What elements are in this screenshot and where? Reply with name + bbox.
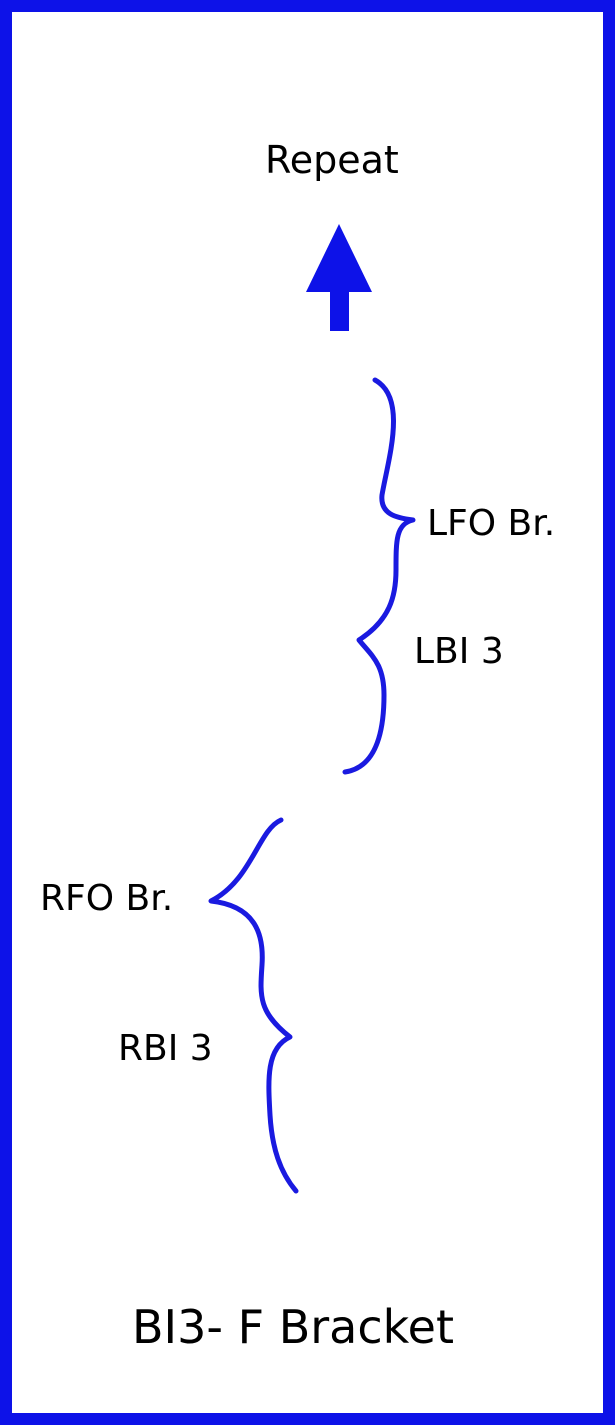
left-bracket-curve — [342, 377, 416, 775]
rfo-bracket-label: RFO Br. — [40, 878, 174, 919]
rbi-label: RBI 3 — [118, 1028, 213, 1069]
repeat-label: Repeat — [265, 138, 399, 182]
lbi-label: LBI 3 — [414, 631, 504, 672]
diagram-title: BI3- F Bracket — [132, 1300, 454, 1354]
right-bracket-curve — [208, 817, 299, 1194]
repeat-arrow-icon — [306, 224, 372, 331]
lfo-bracket-label: LFO Br. — [427, 503, 556, 544]
